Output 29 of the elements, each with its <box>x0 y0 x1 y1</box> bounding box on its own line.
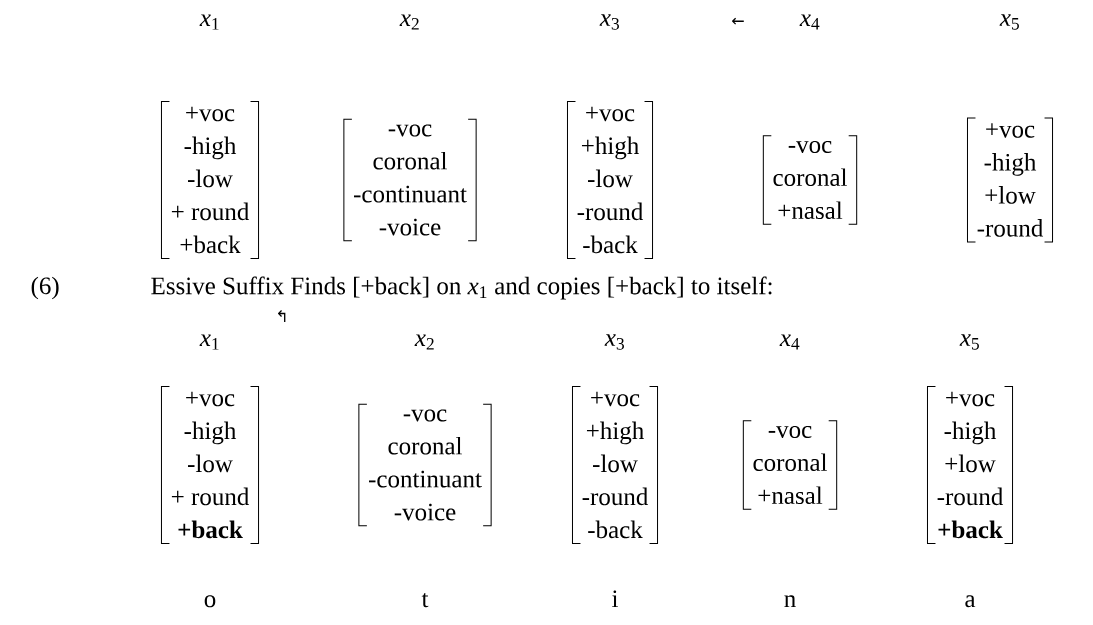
segment-label: x$_{4}$ <box>779 334 800 350</box>
segment-letter: i <box>612 590 618 607</box>
feature-matrix: +voc -high +low -round +back <box>927 386 1014 544</box>
arrow-symbol: ↰ <box>278 310 286 322</box>
feature-matrix: +voc -high +low -round <box>967 117 1054 243</box>
segment-label: x$_{5}$ <box>999 14 1019 30</box>
feature-matrix: +voc +high -low -round -back <box>572 386 659 544</box>
segment-letter: a <box>965 595 976 608</box>
feature-matrix: -voc coronal -continuant -voice <box>358 403 492 527</box>
feature-matrix: -voc coronal -continuant -voice <box>343 118 477 242</box>
segment-label: x$_{1}$ <box>199 334 219 350</box>
arrow-symbol: ← <box>732 17 744 25</box>
segment-letter: o <box>204 595 216 608</box>
segment-letter: t <box>421 592 429 608</box>
feature-matrix: +voc +high -low -round -back <box>567 101 654 259</box>
segment-label: x$_{4}$ <box>799 14 820 30</box>
segment-label: x$_{2}$ <box>414 334 434 350</box>
segment-label: x$_{3}$ <box>604 334 624 350</box>
segment-label: x$_{2}$ <box>399 14 419 30</box>
feature-matrix: -voc coronal +nasal <box>762 135 858 225</box>
caption-text: (6) <box>31 276 59 300</box>
segment-label: x$_{1}$ <box>199 14 219 30</box>
segment-label: x$_{3}$ <box>599 14 619 30</box>
feature-matrix: -voc coronal +nasal <box>742 420 838 510</box>
feature-matrix: +voc -high -low + round +back <box>160 386 260 544</box>
segment-letter: n <box>784 595 796 607</box>
segment-label: x$_{5}$ <box>959 334 979 350</box>
caption-text: Essive Suffix Finds [+back] on x$_{1}$ and copies [+back] to itself: <box>151 276 772 300</box>
feature-matrix: +voc -high -low + round +back <box>160 101 260 259</box>
